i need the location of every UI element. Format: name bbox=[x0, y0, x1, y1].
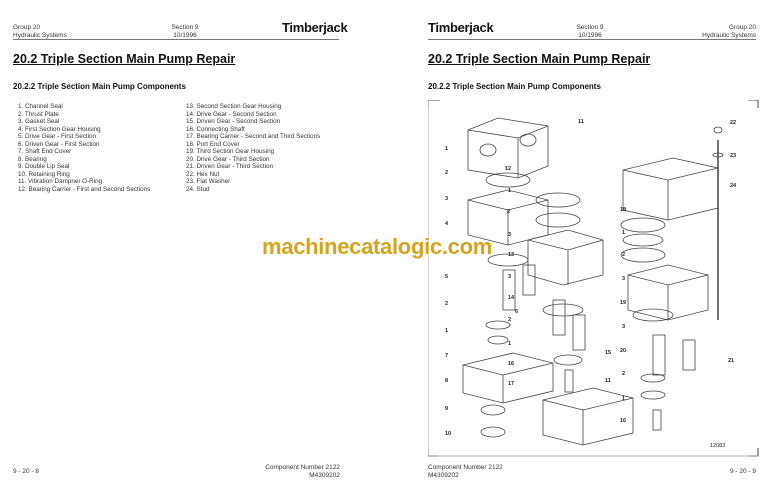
component-list-item: 12. Bearing Carrier - First and Second S… bbox=[18, 185, 151, 193]
timberjack-logo: Timberjack bbox=[428, 20, 494, 35]
diagram-callout: 2 bbox=[445, 301, 449, 307]
diagram-callout: 23 bbox=[730, 153, 737, 159]
component-list-item: 10. Retaining Ring bbox=[18, 170, 70, 178]
page-title: 20.2 Triple Section Main Pump Repair bbox=[13, 52, 236, 66]
section-label: Section 9 bbox=[576, 24, 604, 31]
diagram-callout: 8 bbox=[445, 378, 449, 384]
group-name: Hydraulic Systems bbox=[702, 32, 756, 39]
section-label: Section 9 bbox=[171, 24, 199, 31]
diagram-callout: 2 bbox=[508, 317, 512, 323]
component-list-item: 9. Double Lip Seal bbox=[18, 163, 70, 170]
component-list-item: 24. Stud bbox=[186, 185, 210, 193]
diagram-callout: 3 bbox=[622, 324, 626, 330]
doc-number: M4309202 bbox=[428, 472, 459, 479]
group-label: Group 20 bbox=[13, 24, 41, 31]
group-name: Hydraulic Systems bbox=[13, 32, 67, 39]
diagram-callout: 22 bbox=[730, 120, 737, 126]
component-list-item: 8. Bearing bbox=[18, 155, 47, 163]
diagram-callout: 1 bbox=[622, 230, 626, 236]
diagram-callout: 2 bbox=[507, 209, 511, 215]
component-list-item: 5. Drive Gear - First Section bbox=[18, 133, 97, 140]
doc-number: M4309202 bbox=[309, 472, 340, 479]
component-list-item: 4. First Section Gear Housing bbox=[18, 125, 101, 133]
right-group-header: Group 20 Hydraulic Systems bbox=[670, 24, 756, 40]
diagram-callout: 11 bbox=[605, 378, 611, 384]
diagram-callout: 1 bbox=[445, 146, 449, 152]
section-subtitle: 20.2.2 Triple Section Main Pump Componen… bbox=[428, 82, 601, 91]
timberjack-logo: Timberjack bbox=[282, 20, 348, 35]
component-list-item: 21. Driven Gear - Third Section bbox=[186, 163, 274, 170]
diagram-callout: 21 bbox=[728, 358, 735, 364]
header-divider bbox=[13, 39, 339, 40]
exploded-pump-diagram bbox=[428, 100, 759, 457]
left-group-header: Group 20 Hydraulic Systems bbox=[13, 24, 67, 40]
diagram-callout: 16 bbox=[620, 418, 627, 424]
component-list-item: 20. Drive Gear - Third Section bbox=[186, 155, 270, 163]
diagram-callout: 3 bbox=[445, 196, 449, 202]
page-title: 20.2 Triple Section Main Pump Repair bbox=[428, 52, 651, 66]
component-list-item: 23. Flat Washer bbox=[186, 178, 231, 185]
component-list-item: 15. Driven Gear - Second Section bbox=[186, 118, 281, 125]
header-divider bbox=[428, 39, 756, 40]
diagram-callout: 2 bbox=[622, 371, 626, 377]
component-list-item: 6. Driven Gear - First Section bbox=[18, 140, 100, 148]
component-number: Component Number 2122 bbox=[265, 464, 340, 471]
component-list-item: 22. Hex Nut bbox=[186, 170, 220, 178]
diagram-callout: 15 bbox=[605, 350, 612, 356]
diagram-callout: 19 bbox=[620, 300, 627, 306]
component-list-item: 19. Third Section Gear Housing bbox=[186, 148, 275, 155]
diagram-callout: 6 bbox=[515, 309, 519, 315]
page-number: 9 - 20 - 9 bbox=[729, 468, 756, 475]
watermark: machinecatalogic.com bbox=[262, 234, 492, 259]
diagram-callout: 3 bbox=[508, 274, 512, 280]
right-section-header: Section 9 10/1996 bbox=[555, 24, 625, 40]
left-footer: Component Number 2122 M4309202 bbox=[230, 464, 340, 480]
diagram-callout: 24 bbox=[730, 183, 737, 189]
diagram-callout: 1 bbox=[508, 188, 512, 194]
diagram-callout: 4 bbox=[445, 221, 449, 227]
component-list-item: 2. Thrust Plate bbox=[18, 110, 59, 118]
diagram-callout: 14 bbox=[508, 295, 515, 301]
component-list-item: 3. Gasket Seal bbox=[18, 118, 60, 125]
section-subtitle: 20.2.2 Triple Section Main Pump Componen… bbox=[13, 82, 186, 91]
diagram-callout: 9 bbox=[445, 406, 449, 412]
diagram-callout: 7 bbox=[445, 353, 449, 359]
diagram-callout: 2 bbox=[445, 170, 449, 176]
component-list-item: 17. Bearing Carrier - Second and Third S… bbox=[186, 133, 321, 140]
diagram-callout: 18 bbox=[620, 207, 627, 213]
diagram-callout: 5 bbox=[445, 274, 449, 280]
diagram-callout: 1 bbox=[508, 341, 512, 347]
component-list-item: 7. Shaft End Cover bbox=[18, 148, 72, 155]
right-footer: Component Number 2122 M4309202 bbox=[428, 464, 503, 480]
component-list-item: 18. Port End Cover bbox=[186, 140, 240, 148]
date-label: 10/1996 bbox=[578, 32, 602, 39]
diagram-callout: 1 bbox=[445, 328, 449, 334]
diagram-callout: 3 bbox=[508, 232, 512, 238]
diagram-callout: 20 bbox=[620, 348, 627, 354]
diagram-callout: 12 bbox=[505, 166, 512, 172]
component-list-item: 14. Drive Gear - Second Section bbox=[186, 110, 277, 118]
group-label: Group 20 bbox=[728, 24, 756, 31]
diagram-callout: 17 bbox=[508, 381, 515, 387]
diagram-callout: 16 bbox=[508, 361, 515, 367]
left-section-header: Section 9 10/1996 bbox=[150, 24, 220, 40]
component-list-item: 11. Vibration Dampner O-Ring bbox=[18, 178, 103, 185]
component-number: Component Number 2122 bbox=[428, 464, 503, 471]
diagram-callout: 13 bbox=[508, 252, 515, 258]
component-list-item: 1. Channel Seal bbox=[18, 103, 63, 110]
diagram-callout: 2 bbox=[622, 252, 626, 258]
diagram-callout: 3 bbox=[622, 276, 626, 282]
diagram-callout: 11 bbox=[578, 119, 584, 125]
component-list-item: 16. Connecting Shaft bbox=[186, 125, 245, 133]
figure-id: 12083 bbox=[710, 443, 726, 449]
component-list-item: 13. Second Section Gear Housing bbox=[186, 103, 282, 110]
diagram-callout: 10 bbox=[445, 431, 452, 437]
date-label: 10/1996 bbox=[173, 32, 197, 39]
diagram-callout: 1 bbox=[622, 396, 626, 402]
page-number: 9 - 20 - 8 bbox=[13, 468, 40, 475]
